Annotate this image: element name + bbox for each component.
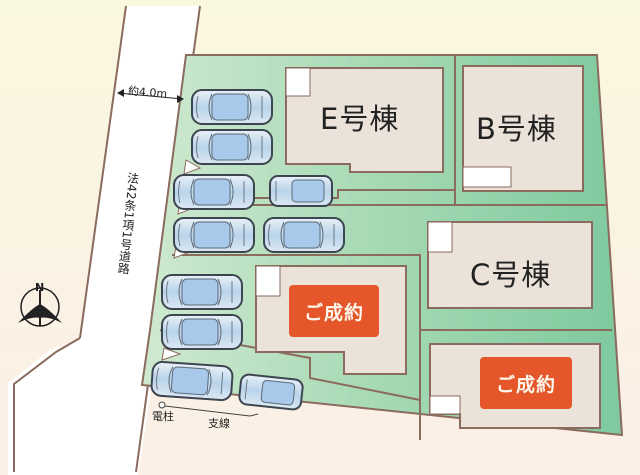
guy-wire-label: 支線 [208, 417, 230, 430]
lot-d-sold-badge: ご成約 [289, 285, 379, 337]
road-width-label: 約4.0m [127, 84, 168, 101]
lot-e-label: E号棟 [320, 102, 400, 136]
house-e [285, 67, 444, 173]
north-arrow-icon [18, 287, 62, 327]
utility-pole-label: 電柱 [152, 410, 174, 423]
compass-north-label: N [35, 281, 45, 294]
house-c [427, 221, 593, 309]
lot-b-label: B号棟 [476, 112, 557, 146]
lot-c-label: C号棟 [470, 258, 552, 292]
lot-a-sold-badge: ご成約 [480, 357, 572, 409]
